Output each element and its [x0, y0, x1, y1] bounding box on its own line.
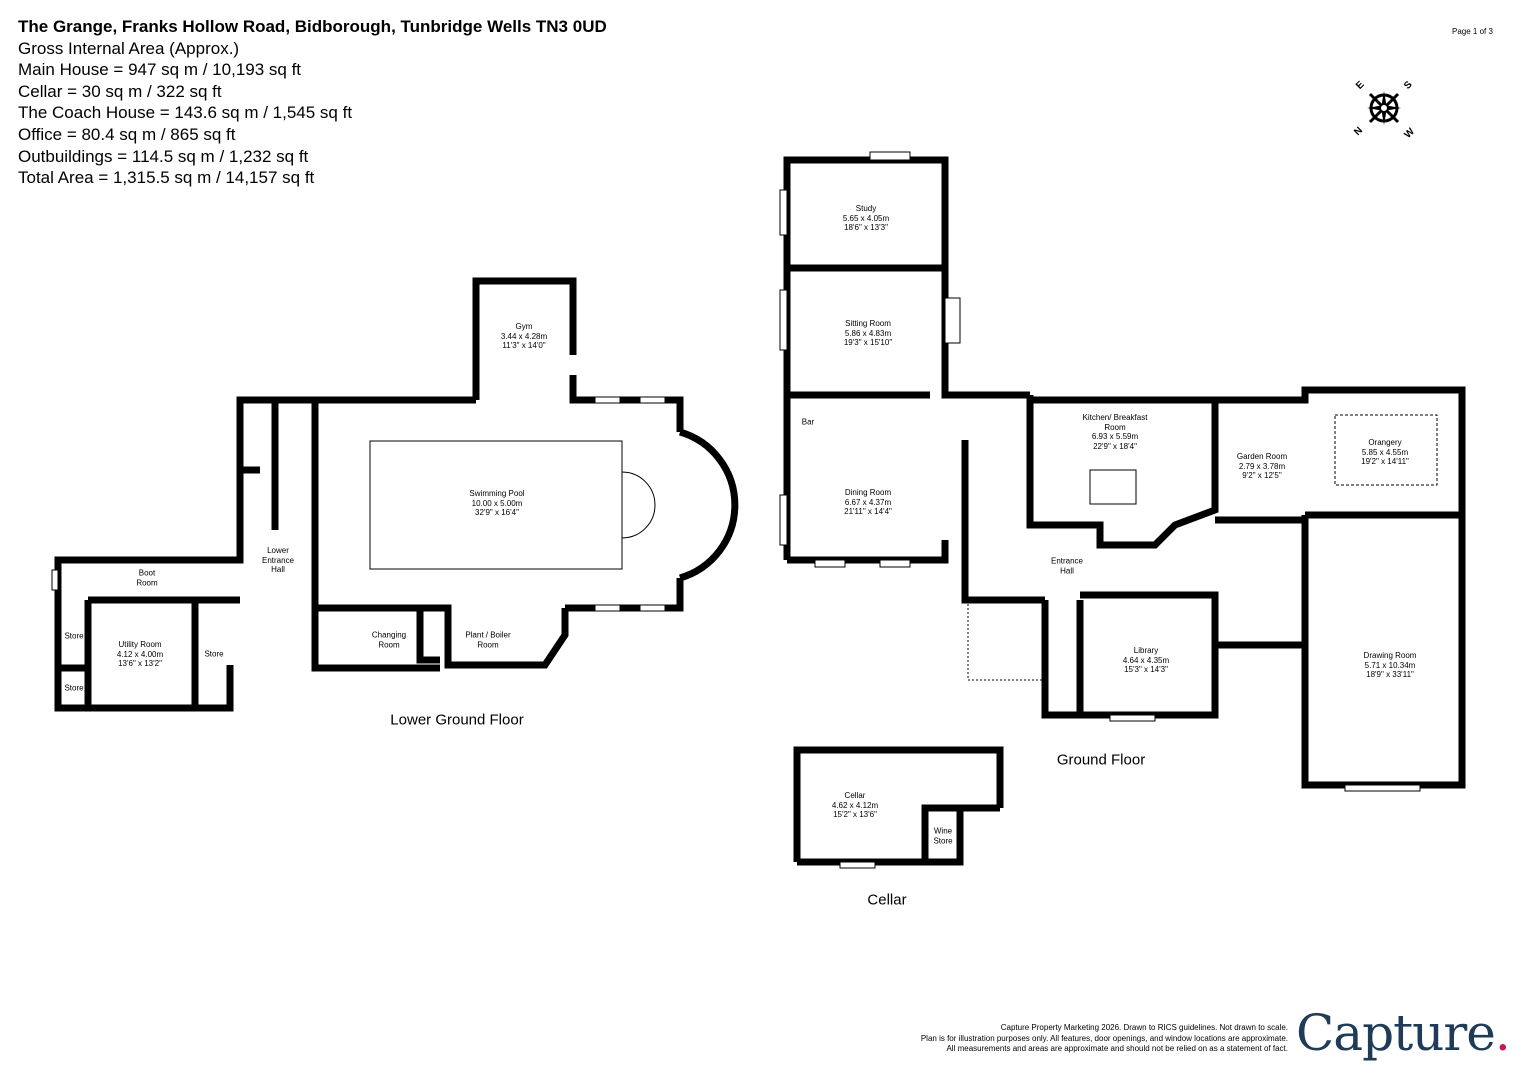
room-store: Store [64, 683, 84, 693]
area-coach-house: The Coach House = 143.6 sq m / 1,545 sq … [18, 103, 353, 123]
area-heading: Gross Internal Area (Approx.) [18, 38, 240, 58]
compass-rose-icon [1364, 88, 1404, 128]
area-outbuildings: Outbuildings = 114.5 sq m / 1,232 sq ft [18, 146, 309, 166]
orangery-lantern [1334, 414, 1438, 486]
room-bar: Bar [801, 417, 815, 427]
window-marks [51, 151, 1421, 869]
area-main-house: Main House = 947 sq m / 10,193 sq ft [18, 60, 302, 80]
cellar-walls [793, 746, 1004, 866]
disclaimer-line: Plan is for illustration purposes only. … [920, 1033, 1288, 1043]
room-store: Store [64, 631, 84, 641]
room-plant-boiler: Plant / Boiler Room [465, 630, 511, 650]
capture-logo: Capture. [1296, 1004, 1511, 1062]
room-changing-room: Changing Room [371, 630, 407, 650]
disclaimer-line: Capture Property Marketing 2026. Drawn t… [1000, 1023, 1288, 1032]
room-wine-store: Wine Store [933, 826, 953, 846]
kitchen-island [1089, 469, 1137, 505]
room-boot-room: Boot Room [136, 568, 158, 588]
disclaimer-line: All measurements and areas are approxima… [946, 1044, 1288, 1053]
room-lower-entrance-hall: Lower Entrance Hall [261, 545, 295, 574]
area-total: Total Area = 1,315.5 sq m / 14,157 sq ft [18, 168, 315, 188]
property-address: The Grange, Franks Hollow Road, Bidborou… [18, 17, 607, 36]
page-indicator: Page 1 of 3 [1452, 27, 1493, 36]
pool-curved-end [621, 471, 656, 539]
property-header: The Grange, Franks Hollow Road, Bidborou… [18, 16, 607, 189]
area-office: Office = 80.4 sq m / 865 sq ft [18, 124, 236, 144]
swimming-pool-outline [369, 440, 623, 570]
floor-label-ground: Ground Floor [1056, 751, 1146, 769]
room-store: Store [204, 649, 224, 659]
room-entrance-hall: Entrance Hall [1050, 556, 1084, 576]
disclaimer: Capture Property Marketing 2026. Drawn t… [921, 1023, 1288, 1055]
ground-floor-walls [783, 156, 1466, 789]
floor-label-lower-ground: Lower Ground Floor [390, 711, 524, 729]
floor-label-cellar: Cellar [867, 891, 907, 909]
area-cellar: Cellar = 30 sq m / 322 sq ft [18, 81, 222, 101]
